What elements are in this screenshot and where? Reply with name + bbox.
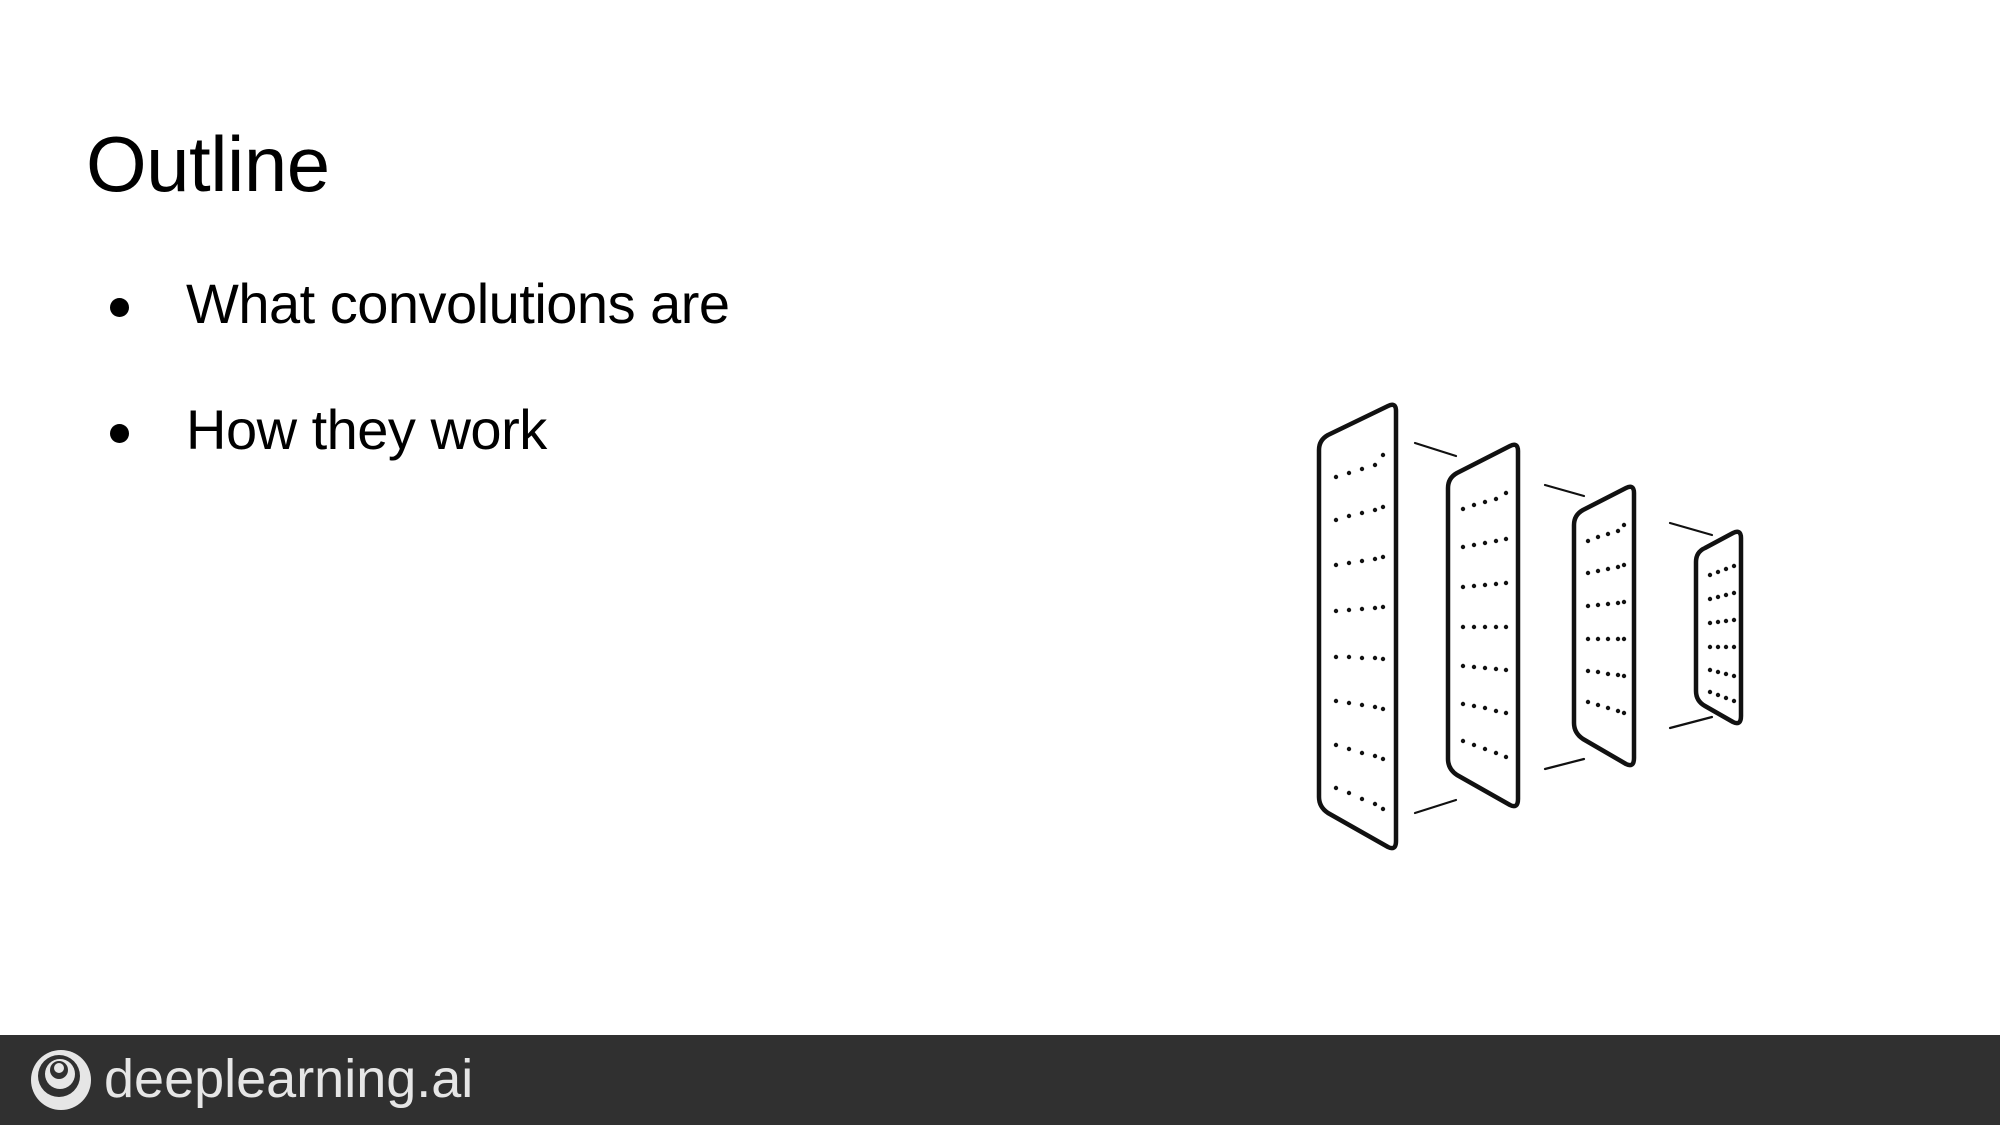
bullet-text: What convolutions are [186, 272, 730, 335]
slide: Outline What convolutions are How they w… [86, 120, 1744, 851]
brand-name[interactable]: deeplearning.ai [104, 1049, 474, 1109]
bullet-dot-icon [110, 298, 129, 317]
connector-lines [1413, 441, 1714, 815]
page-title: Outline [86, 120, 330, 208]
footer-bar: deeplearning.ai [0, 1035, 2000, 1125]
bullet-dot-icon [110, 424, 129, 443]
convolution-layers-icon [1316, 402, 1744, 851]
neuron-dots [1333, 452, 1737, 812]
bullet-text: How they work [186, 398, 547, 461]
deeplearning-logo-icon [31, 1050, 91, 1110]
